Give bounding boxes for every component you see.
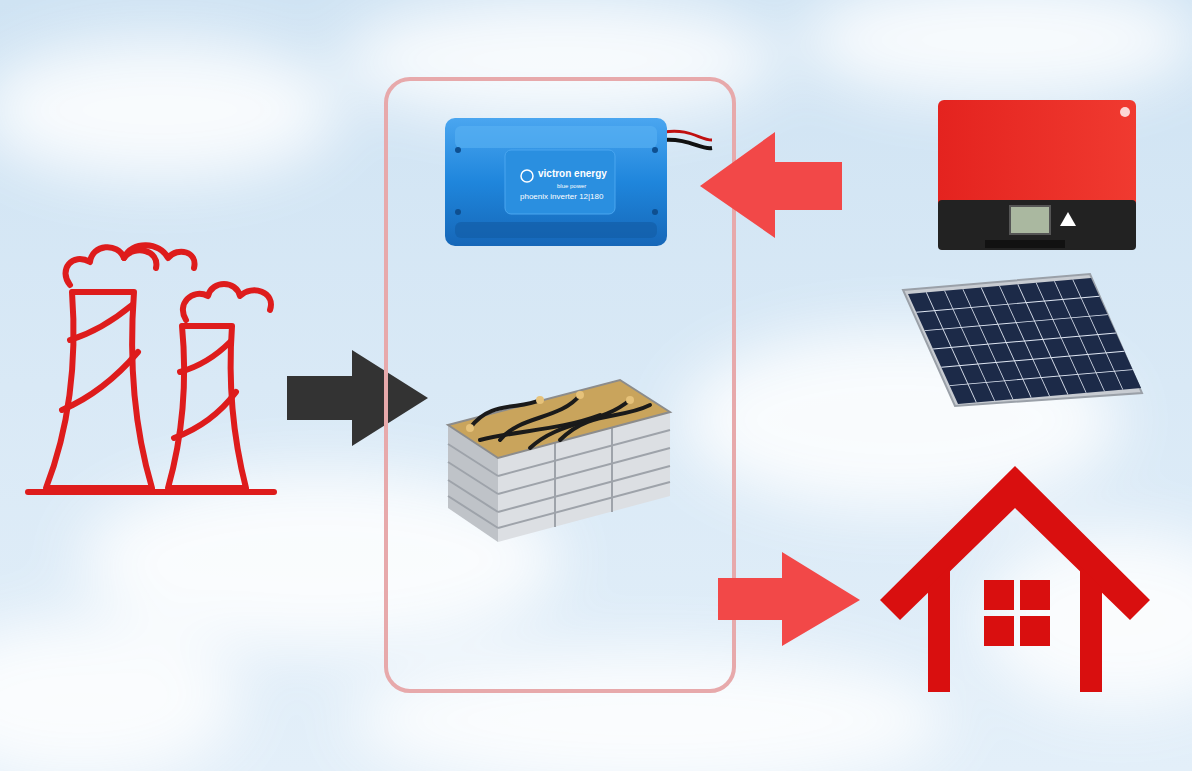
device-label: victron energy [538,169,607,179]
solar-inverter-part [1120,107,1130,117]
sky-background-part-part [0,620,240,771]
input-arrow [287,350,428,446]
power-plant-icon-part [70,305,132,340]
power-plant-icon-part [174,392,236,438]
victron-inverter-part [652,209,658,215]
sky-background-part-part [0,40,340,180]
victron-inverter-part [652,147,658,153]
house-icon-part [880,466,1150,620]
solar-inverter-part [985,240,1065,248]
battery-pack-part-part [536,396,544,404]
victron-inverter-part [521,170,533,182]
output-arrow-part [718,552,860,646]
solar-inverter-part [938,100,1136,250]
solar-inverter-part [1010,206,1050,234]
power-plant-icon-part [168,326,246,488]
pv-input-arrow [700,132,842,238]
house-icon [880,466,1150,692]
house-icon-part [984,580,1014,610]
solar-inverter-part [1060,212,1076,226]
battery-pack-part-part [466,424,474,432]
battery-pack-part-part [480,415,600,440]
battery-pack-part [466,391,634,432]
house-icon-part [984,616,1014,646]
power-plant-icon-part [28,489,274,495]
battery-pack-part [448,380,670,458]
power-plant-icon-part [46,292,152,488]
victron-inverter-part [505,150,615,214]
battery-pack-part-part [554,443,556,527]
victron-inverter-part [455,209,461,215]
battery-pack [448,380,670,542]
solar-panel-part-part-part [950,370,1133,386]
solar-panel-part-part-part [916,296,1099,312]
power-plant-icon-part [66,247,157,285]
house-icon-part [1020,580,1050,610]
battery-pack-part-part [626,396,634,404]
house-icon-part [1080,566,1102,692]
solar-panel-part [903,274,1142,406]
victron-inverter [445,118,712,246]
victron-inverter-part [664,131,712,140]
system-frame-part [386,79,734,691]
output-arrow [718,552,860,646]
pv-input-arrow-part [700,132,842,238]
battery-pack-part-part [448,496,498,528]
input-arrow-part [287,350,428,446]
solar-panel-part-part-part [933,333,1116,349]
house-icon-part [928,566,950,692]
victron-inverter-part [662,140,712,148]
power-plant-icon-part [180,342,230,372]
battery-pack-part-part [470,400,540,428]
sky-background-part-part [340,0,780,120]
power-plant-icon-part [183,284,271,320]
victron-inverter-part [455,147,461,153]
solar-inverter-part [938,200,1136,250]
solar-panel-part-part-part [925,315,1108,331]
system-frame [386,79,734,691]
battery-pack-part-part [498,482,670,528]
battery-pack-part-part [448,480,498,512]
battery-pack-part-part [498,448,670,494]
battery-pack-part-part [448,462,498,494]
power-plant-icon [28,245,274,492]
battery-pack-part [470,395,650,448]
power-plant-icon-part [62,352,138,410]
sky-background-part-part [350,650,950,771]
solar-panel-part-part-part [941,351,1124,367]
victron-inverter-part [445,118,667,246]
device-label: phoenix inverter 12|180 [520,193,603,201]
solar-inverter [938,100,1136,250]
solar-panel-part [908,278,1141,404]
house-icon-part [1020,616,1050,646]
battery-pack-part-part [611,428,613,512]
device-label: blue power [557,183,586,189]
solar-panel-part-part [908,278,1141,404]
solar-panel-part-part [908,278,1141,404]
victron-inverter-part [455,222,657,238]
battery-pack-part-part [576,391,584,399]
solar-panel [903,274,1142,406]
power-plant-icon-part [124,245,195,268]
victron-inverter-part [455,126,657,148]
sky-background-part-part [800,0,1192,100]
